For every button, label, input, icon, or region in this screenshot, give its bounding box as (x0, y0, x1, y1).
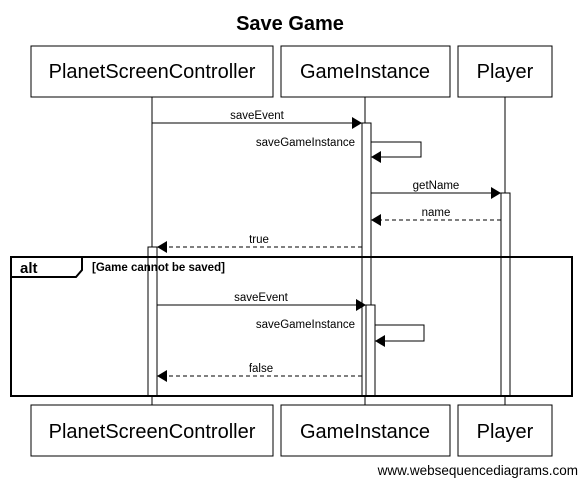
message-label-name-return: name (422, 207, 451, 219)
participant-box-bottom-gameinstance (280, 404, 451, 457)
alt-frame-guard: [Game cannot be saved] (92, 262, 225, 274)
message-label-false-return: false (249, 363, 273, 375)
participant-label-bottom-planetscreencontroller: PlanetScreenController (49, 421, 256, 443)
footer-link[interactable]: www.websequencediagrams.com (377, 463, 578, 478)
activation-gameinstance-inner (365, 304, 376, 397)
message-label-save-event-1: saveEvent (230, 110, 285, 122)
alt-frame (10, 256, 573, 397)
message-label-save-event-2: saveEvent (234, 292, 289, 304)
participant-box-top-planetscreencontroller (30, 45, 274, 98)
message-label-save-game-instance-1: saveGameInstance (256, 137, 355, 149)
participant-label-bottom-gameinstance: GameInstance (300, 421, 430, 443)
participant-box-bottom-player (457, 404, 553, 457)
participant-box-top-player (457, 45, 553, 98)
message-arrow-save-game-instance-2 (375, 324, 425, 347)
participant-label-top-planetscreencontroller: PlanetScreenController (49, 61, 256, 83)
participant-label-bottom-player: Player (477, 421, 534, 443)
participant-box-bottom-planetscreencontroller (30, 404, 274, 457)
participant-box-top-gameinstance (280, 45, 451, 98)
diagram-title: Save Game (236, 13, 344, 35)
message-label-true-return: true (249, 234, 269, 246)
message-arrow-save-game-instance-1 (371, 141, 422, 163)
message-label-get-name: getName (413, 180, 460, 192)
participant-label-top-player: Player (477, 61, 534, 83)
alt-frame-tab (10, 256, 83, 278)
message-label-save-game-instance-2: saveGameInstance (256, 319, 355, 331)
alt-frame-operator: alt (20, 260, 38, 277)
participant-label-top-gameinstance: GameInstance (300, 61, 430, 83)
activation-player (500, 192, 511, 397)
